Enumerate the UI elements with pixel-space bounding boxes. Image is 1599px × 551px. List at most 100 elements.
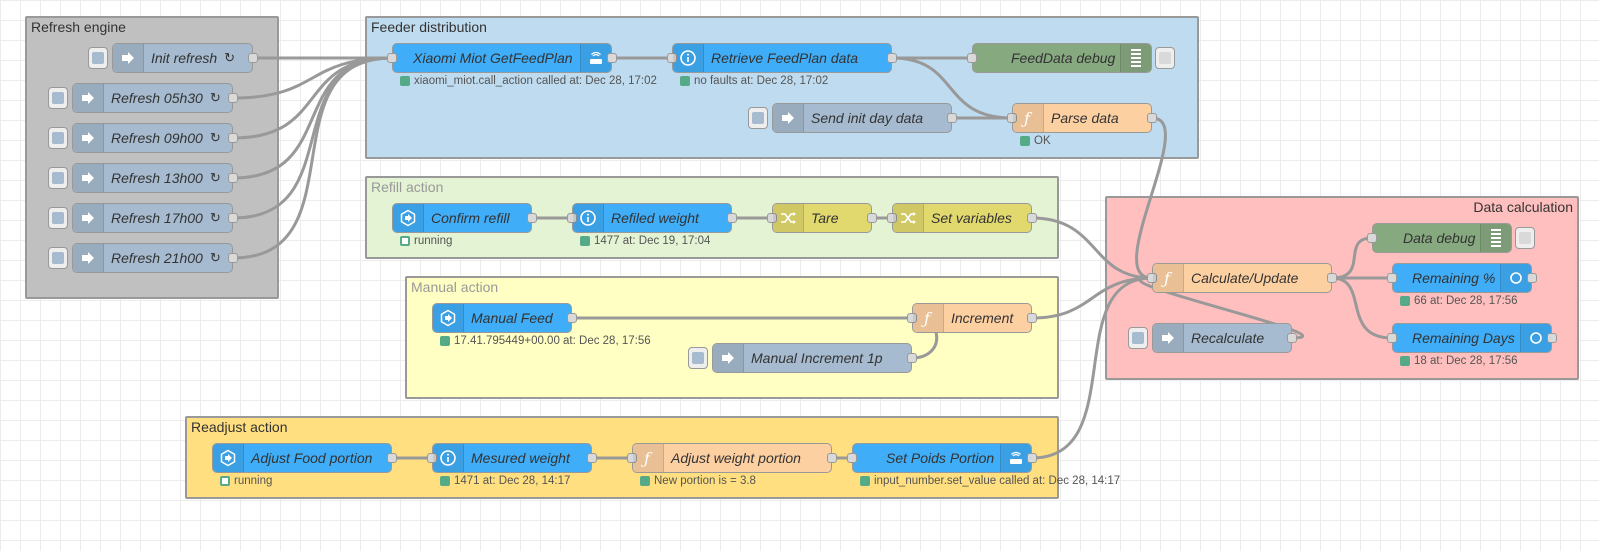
status-text: 1477 at: Dec 19, 17:04 — [594, 235, 711, 247]
input-port[interactable] — [627, 453, 637, 463]
input-port[interactable] — [907, 313, 917, 323]
output-port[interactable] — [248, 53, 258, 63]
output-port[interactable] — [228, 173, 238, 183]
output-port[interactable] — [567, 313, 577, 323]
ha-call-service-node-xiaomi-getfeedplan[interactable]: Xiaomi Miot GetFeedPlan — [387, 43, 617, 73]
input-port[interactable] — [967, 53, 977, 63]
inject-trigger-button[interactable] — [748, 107, 768, 129]
output-port[interactable] — [1327, 273, 1337, 283]
inject-trigger-button[interactable] — [48, 167, 68, 189]
ha-entity-node-remaining-days[interactable]: Remaining Days — [1387, 323, 1557, 353]
inject-node-refresh-0530[interactable]: Refresh 05h30↻ — [48, 83, 238, 113]
hexagon-arrow-icon — [433, 304, 464, 332]
input-port[interactable] — [387, 53, 397, 63]
function-node-parse-data[interactable]: ƒ Parse data — [1007, 103, 1157, 133]
output-port[interactable] — [387, 453, 397, 463]
node-label: Parse data — [1051, 110, 1119, 126]
node-label: Manual Increment 1p — [751, 350, 883, 366]
ha-event-node-confirm-refill[interactable]: Confirm refill — [392, 203, 537, 233]
function-node-increment[interactable]: ƒ Increment — [907, 303, 1037, 333]
group-label: Data calculation — [1473, 199, 1573, 215]
output-port[interactable] — [607, 53, 617, 63]
info-icon — [573, 204, 604, 232]
output-port[interactable] — [887, 53, 897, 63]
ha-current-state-node-mesured-weight[interactable]: Mesured weight — [427, 443, 597, 473]
node-label: Init refresh — [151, 50, 218, 66]
ha-entity-node-remaining-percent[interactable]: Remaining % — [1387, 263, 1537, 293]
inject-trigger-button[interactable] — [688, 347, 708, 369]
output-port[interactable] — [907, 353, 917, 363]
output-port[interactable] — [527, 213, 537, 223]
input-port[interactable] — [887, 213, 897, 223]
input-port[interactable] — [667, 53, 677, 63]
output-port[interactable] — [1547, 333, 1557, 343]
output-port[interactable] — [1287, 333, 1297, 343]
group-label: Feeder distribution — [371, 19, 487, 35]
inject-trigger-button[interactable] — [48, 127, 68, 149]
output-port[interactable] — [727, 213, 737, 223]
output-port[interactable] — [228, 133, 238, 143]
output-port[interactable] — [1147, 113, 1157, 123]
input-port[interactable] — [847, 453, 857, 463]
ha-current-state-node-refiled-weight[interactable]: Refiled weight — [567, 203, 737, 233]
function-icon: ƒ — [913, 304, 944, 332]
status-dot-icon — [640, 476, 650, 486]
inject-node-send-init-day[interactable]: Send init day data — [748, 103, 957, 133]
arrow-in-icon — [1153, 324, 1184, 352]
inject-trigger-button[interactable] — [88, 47, 108, 69]
inject-node-refresh-1700[interactable]: Refresh 17h00↻ — [48, 203, 238, 233]
output-port[interactable] — [228, 213, 238, 223]
inject-node-refresh-2100[interactable]: Refresh 21h00↻ — [48, 243, 238, 273]
input-port[interactable] — [1387, 333, 1397, 343]
debug-toggle-button[interactable] — [1155, 47, 1175, 69]
function-node-calculate-update[interactable]: ƒ Calculate/Update — [1147, 263, 1337, 293]
arrow-in-icon — [113, 44, 144, 72]
inject-node-refresh-0900[interactable]: Refresh 09h00↻ — [48, 123, 238, 153]
change-node-tare[interactable]: Tare — [767, 203, 877, 233]
input-port[interactable] — [1367, 233, 1377, 243]
inject-node-refresh-1300[interactable]: Refresh 13h00↻ — [48, 163, 238, 193]
output-port[interactable] — [1027, 453, 1037, 463]
output-port[interactable] — [1027, 313, 1037, 323]
input-port[interactable] — [1147, 273, 1157, 283]
input-port[interactable] — [567, 213, 577, 223]
input-port[interactable] — [427, 453, 437, 463]
ha-event-node-manual-feed[interactable]: Manual Feed — [432, 303, 577, 333]
status-text: no faults at: Dec 28, 17:02 — [694, 75, 829, 87]
inject-trigger-button[interactable] — [48, 207, 68, 229]
group-manual-action[interactable]: Manual action — [405, 276, 1059, 399]
output-port[interactable] — [1027, 213, 1037, 223]
inject-trigger-button[interactable] — [48, 247, 68, 269]
inject-trigger-button[interactable] — [1128, 327, 1148, 349]
inject-node-recalculate[interactable]: Recalculate — [1128, 323, 1297, 353]
inject-node-init-refresh[interactable]: Init refresh↻ — [88, 43, 258, 73]
debug-toggle-button[interactable] — [1515, 227, 1535, 249]
output-port[interactable] — [228, 93, 238, 103]
ha-call-service-node-set-poids-portion[interactable]: Set Poids Portion — [847, 443, 1037, 473]
svg-text:ƒ: ƒ — [1161, 269, 1173, 287]
input-port[interactable] — [1387, 273, 1397, 283]
status-dot-icon — [1400, 356, 1410, 366]
ha-current-state-node-retrieve-feedplan[interactable]: Retrieve FeedPlan data — [667, 43, 897, 73]
input-port[interactable] — [1007, 113, 1017, 123]
function-node-adjust-weight-portion[interactable]: ƒ Adjust weight portion — [627, 443, 837, 473]
status-remaining-days: 18 at: Dec 28, 17:56 — [1400, 355, 1518, 367]
output-port[interactable] — [867, 213, 877, 223]
output-port[interactable] — [827, 453, 837, 463]
output-port[interactable] — [228, 253, 238, 263]
input-port[interactable] — [767, 213, 777, 223]
ha-event-node-adjust-food-portion[interactable]: Adjust Food portion — [212, 443, 397, 473]
inject-trigger-button[interactable] — [48, 87, 68, 109]
status-manual-feed: 17.41.795449+00.00 at: Dec 28, 17:56 — [440, 335, 651, 347]
debug-node-feeddata[interactable]: FeedData debug — [967, 43, 1175, 73]
status-text: xiaomi_miot.call_action called at: Dec 2… — [414, 75, 657, 87]
output-port[interactable] — [587, 453, 597, 463]
debug-node-data-debug[interactable]: Data debug — [1367, 223, 1535, 253]
output-port[interactable] — [947, 113, 957, 123]
output-port[interactable] — [1527, 273, 1537, 283]
inject-node-manual-increment[interactable]: Manual Increment 1p — [688, 343, 917, 373]
node-label: Set variables — [931, 210, 1012, 226]
group-feeder-distribution[interactable]: Feeder distribution — [365, 16, 1199, 159]
change-node-set-variables[interactable]: Set variables — [887, 203, 1037, 233]
hexagon-arrow-icon — [213, 444, 244, 472]
